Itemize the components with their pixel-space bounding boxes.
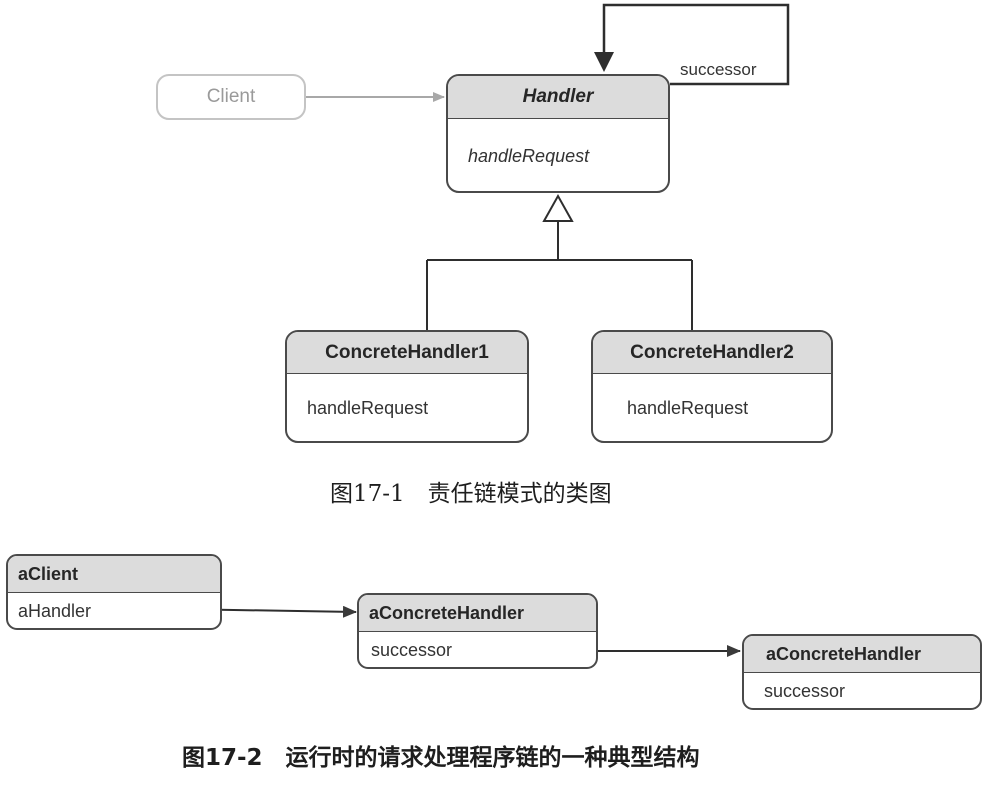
inheritance-triangle xyxy=(542,193,574,222)
successor-label: successor xyxy=(680,60,757,79)
figure1-caption: 图17-1 责任链模式的类图 xyxy=(330,481,612,507)
aconcretehandler2-object: aConcreteHandler successor xyxy=(742,634,982,710)
successor-arrowhead xyxy=(594,52,614,72)
aconcretehandler1-field: successor xyxy=(371,640,453,660)
aconcretehandler2-name: aConcreteHandler xyxy=(744,636,980,673)
concrete-handler2-method: handleRequest xyxy=(627,398,749,418)
client-label: Client xyxy=(206,86,256,107)
concrete-handler1-class: ConcreteHandler1 handleRequest xyxy=(285,330,529,443)
concrete-handler2-name: ConcreteHandler2 xyxy=(593,332,831,374)
successor-loop xyxy=(602,3,790,86)
aclient-object: aClient aHandler xyxy=(6,554,222,630)
handler-class-name: Handler xyxy=(448,76,668,119)
aclient-field: aHandler xyxy=(18,601,92,621)
aclient-name: aClient xyxy=(8,556,220,593)
concrete-handler2-class: ConcreteHandler2 handleRequest xyxy=(591,330,833,443)
handler-method: handleRequest xyxy=(468,145,590,166)
figure2-caption: 图17-2 运行时的请求处理程序链的一种典型结构 xyxy=(182,745,700,771)
client-class: Client xyxy=(156,74,306,120)
aconcretehandler1-object: aConcreteHandler successor xyxy=(357,593,598,669)
concrete-handler1-method: handleRequest xyxy=(307,398,429,418)
concrete-handler1-name: ConcreteHandler1 xyxy=(287,332,527,374)
aconcretehandler1-name: aConcreteHandler xyxy=(359,595,596,632)
aconcretehandler2-field: successor xyxy=(764,681,846,701)
handler-class: Handler handleRequest xyxy=(446,74,670,193)
